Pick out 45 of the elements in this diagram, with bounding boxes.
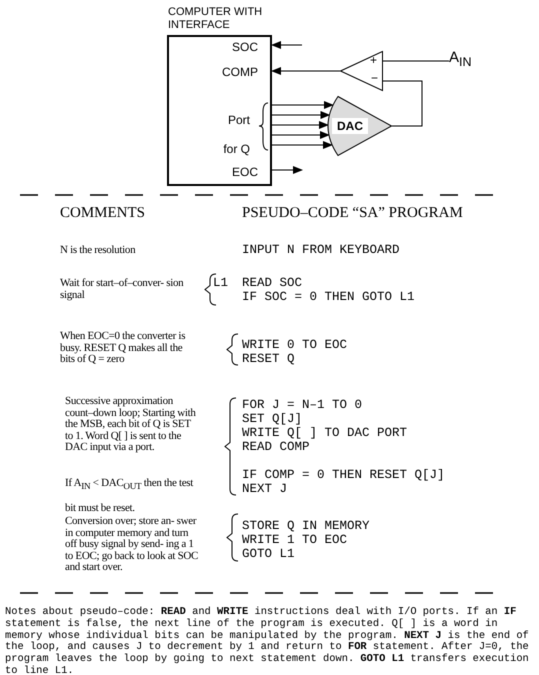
arrow [271,41,302,49]
box-title: COMPUTER WITH INTERFACE [168,6,264,32]
arrow [271,67,340,75]
comment-text: Wait for start–of–conver- sion signal [60,278,184,301]
code-line: FOR J = N–1 TO 0 [242,398,362,412]
arrow [272,141,333,149]
code-line: IF COMP = 0 THEN RESET Q[J] [242,468,445,482]
comment-text: Conversion over; store an- swer in computer memory and turn off busy signal by send- ing a 1 to EOC; go back to look at SOC and start over. [65,516,200,574]
code-label: L1 [213,276,228,290]
code-line: WRITE Q[ ] TO DAC PORT [242,426,408,440]
comparator-symbol [340,51,383,91]
pin-label: COMP [222,65,258,79]
comment-text: When EOC=0 the converter is busy. RESET Q makes all the bits of Q = zero [60,331,186,366]
code-line: STORE Q IN MEMORY [242,519,370,533]
notes-paragraph: Notes about pseudo–code: READ and WRITE instructions deal with I/O ports. If an IF statement is false, the next line of the program is executed. Q[ ] is a word in memory whose individual bits can be manipulated by the program. NEXT J is the end of the loop, and causes J to decrement by 1 and return to FOR statement. After J=0, the program leaves the loop by going to next statement down. GOTO L1 transfers execution to line L1. [5,607,530,675]
arrow [272,111,330,119]
minus-sign: − [371,71,378,85]
arrow [272,121,329,129]
comment-text: Successive approximation count–down loop; Starting with the MSB, each bit of Q is SET to 1. Word Q[ ] is sent to the DAC input via a port. [65,396,197,454]
code-line: WRITE 0 TO EOC [242,338,348,352]
arrow [272,131,330,139]
pin-label: for Q [223,142,250,156]
code-line: NEXT J [242,482,288,496]
code-line: WRITE 1 TO EOC [242,533,348,547]
code-line: GOTO L1 [242,547,295,561]
connector-line [382,60,450,62]
input-label-text: A$_{IN}$ [449,49,472,69]
pin-label: EOC [232,165,258,179]
connector-line [382,80,422,126]
column-heading: COMMENTS [60,205,146,222]
code-line: INPUT N FROM KEYBOARD [242,243,400,257]
pin-label: Port [228,113,250,127]
code-line: IF SOC = 0 THEN GOTO L1 [242,290,415,304]
code-line: RESET Q [242,352,295,366]
comment-text: N is the resolution [60,245,136,256]
column-heading: PSEUDO–CODE “SA” PROGRAM [242,205,463,222]
dac-label: DAC [332,118,368,134]
plus-sign: + [370,53,378,67]
pin-label: SOC [232,40,258,54]
comment-text: If A$_{IN}$ < DAC$_{OUT}$ then the test bit must be reset. [65,476,194,516]
code-line: SET Q[J] [242,412,302,426]
code-line: READ SOC [242,276,302,290]
arrow [272,101,334,109]
arrow [272,166,303,174]
code-line: READ COMP [242,440,310,454]
